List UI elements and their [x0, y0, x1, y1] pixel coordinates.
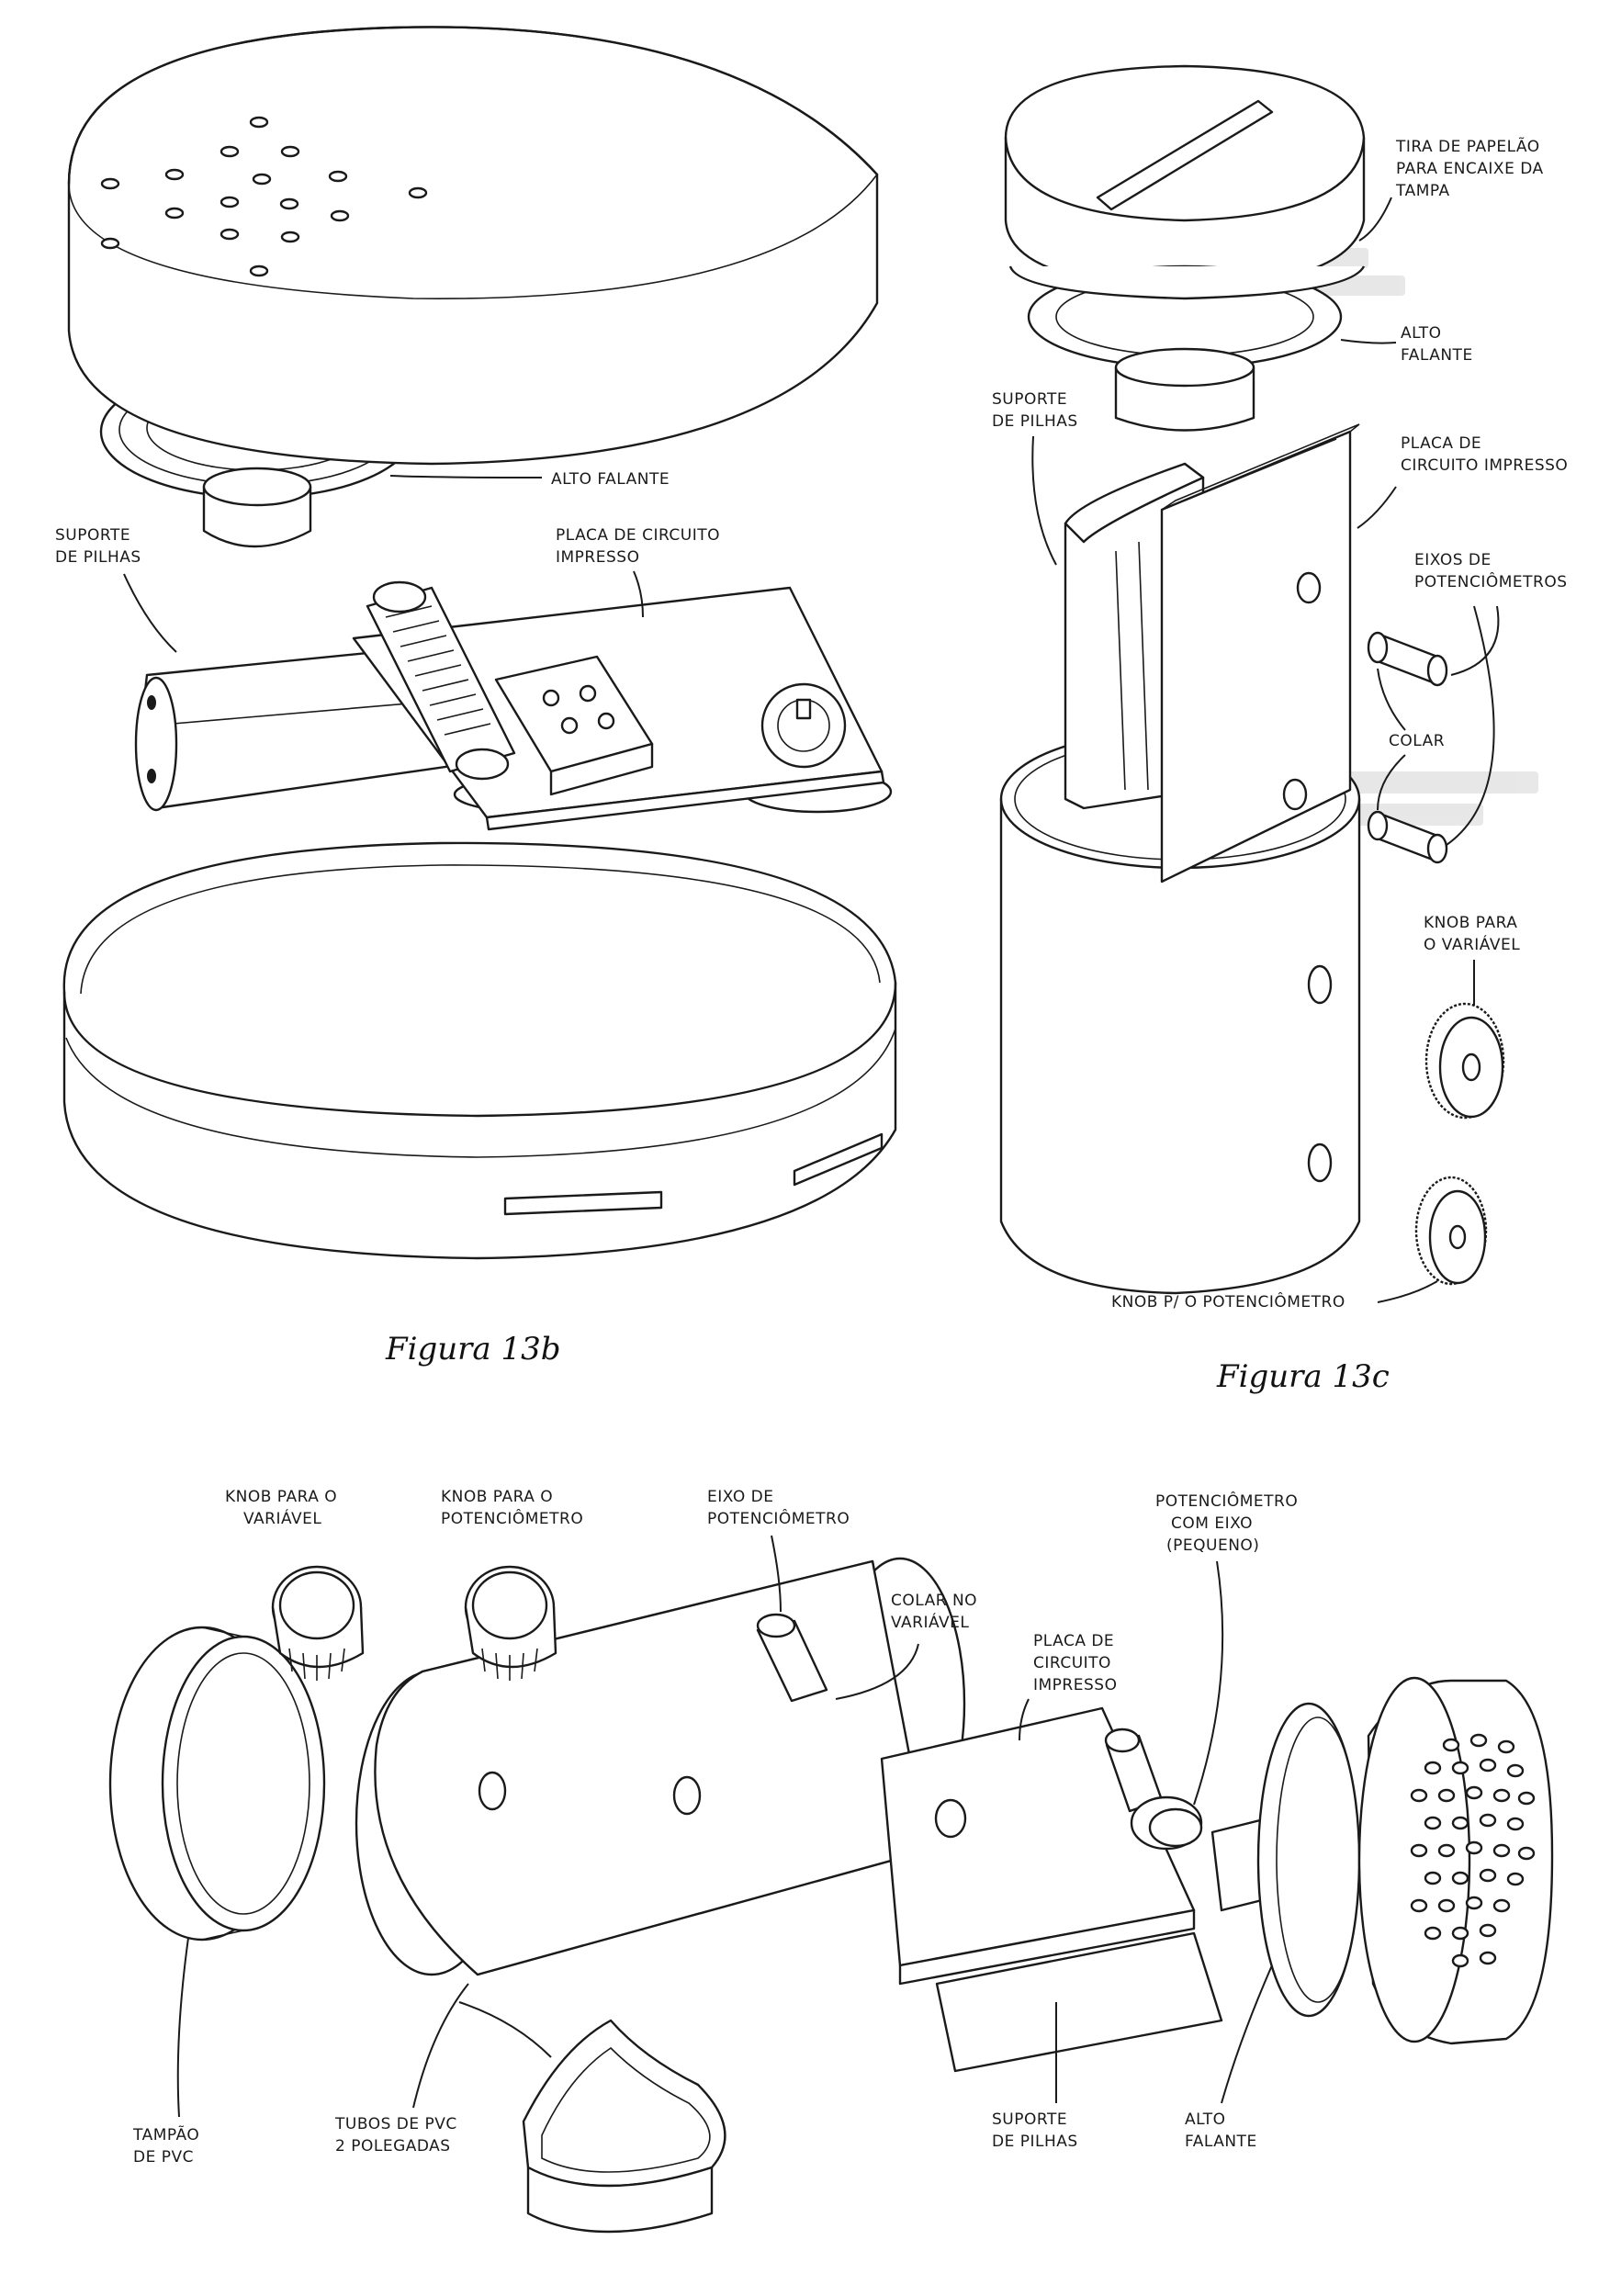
fig13c-label-tira-2: PARA ENCAIXE DA: [1396, 160, 1544, 178]
fig13c-label-knob-var-2: O VARIÁVEL: [1424, 934, 1520, 954]
fig13c-label-tira-3: TAMPA: [1395, 182, 1450, 200]
fig13c-knob-potenciometro: [1414, 1176, 1488, 1286]
fig13d-label-suporte-1: SUPORTE: [992, 2110, 1067, 2129]
fig13d-label-pot-3: (PEQUENO): [1166, 1536, 1259, 1555]
fig13b-label-suporte-2: DE PILHAS: [55, 548, 141, 567]
fig13d-label-alto-1: ALTO: [1185, 2110, 1226, 2129]
fig13c-label-placa-2: CIRCUITO IMPRESSO: [1401, 456, 1568, 475]
fig13b-ic-block: [494, 655, 654, 796]
fig13c-labels: TIRA DE PAPELÃO PARA ENCAIXE DA TAMPA AL…: [992, 136, 1568, 1395]
fig13d-label-colar-2: VARIÁVEL: [891, 1612, 969, 1632]
fig13c-knob-variavel: [1424, 1002, 1505, 1120]
fig13b-label-alto-falante: ALTO FALANTE: [551, 470, 670, 489]
fig13c-label-colar: COLAR: [1389, 732, 1445, 750]
fig13d-label-pot-2: COM EIXO: [1171, 1514, 1253, 1533]
fig13b-label-suporte-1: SUPORTE: [55, 526, 130, 545]
fig13b-coil: [366, 580, 516, 781]
figure-13d: KNOB PARA O VARIÁVEL KNOB PARA O POTENCI…: [108, 1488, 1554, 2234]
fig13d-label-tampao-1: TAMPÃO: [132, 2124, 199, 2144]
fig13d-labels: KNOB PARA O VARIÁVEL KNOB PARA O POTENCI…: [132, 1488, 1298, 2167]
fig13d-label-alto-2: FALANTE: [1185, 2133, 1257, 2151]
fig13b-labels: ALTO FALANTE SUPORTE DE PILHAS PLACA DE …: [55, 470, 720, 1367]
fig13c-label-knob-var-1: KNOB PARA: [1424, 914, 1517, 932]
fig13d-label-suporte-2: DE PILHAS: [992, 2133, 1078, 2151]
fig13d-label-tubos-2: 2 POLEGADAS: [335, 2137, 451, 2155]
fig13d-label-knob-var-1: KNOB PARA O: [225, 1488, 337, 1506]
fig13d-label-knob-var-2: VARIÁVEL: [243, 1508, 321, 1528]
fig13c-shafts: [1367, 631, 1448, 864]
fig13d-pvc-tube: [355, 1557, 966, 1976]
fig13d-speaker: [1210, 1676, 1554, 2045]
fig13c-caption: Figura 13c: [1216, 1358, 1390, 1395]
fig13d-speaker-grille-holes: [1410, 1733, 1536, 1968]
fig13b-caption: Figura 13b: [385, 1331, 561, 1367]
fig13d-label-tubos-1: TUBOS DE PVC: [334, 2115, 457, 2133]
fig13d-label-knob-pot-2: POTENCIÔMETRO: [441, 1508, 583, 1528]
figure-13b: ALTO FALANTE SUPORTE DE PILHAS PLACA DE …: [55, 26, 897, 1367]
fig13c-pcb: [1160, 423, 1360, 884]
fig13b-label-placa-2: IMPRESSO: [556, 548, 639, 567]
fig13c-speaker: [1008, 264, 1366, 432]
fig13c-label-suporte-2: DE PILHAS: [992, 412, 1078, 431]
fig13d-pvc-ring: [522, 2019, 726, 2234]
fig13b-base: [62, 841, 897, 1260]
fig13c-label-eixos-1: EIXOS DE: [1414, 551, 1492, 569]
fig13d-knob-potenciometro: [464, 1565, 557, 1681]
fig13d-battery-holder: [935, 1931, 1223, 2073]
fig13c-label-tira-1: TIRA DE PAPELÃO: [1395, 136, 1540, 156]
fig13d-label-colar-1: COLAR NO: [891, 1592, 977, 1610]
fig13b-perforated-lid: [67, 26, 879, 466]
fig13c-label-alto-2: FALANTE: [1401, 346, 1473, 365]
fig13c-label-suporte-1: SUPORTE: [992, 390, 1067, 409]
fig13d-label-knob-pot-1: KNOB PARA O: [441, 1488, 553, 1506]
fig13d-label-eixo-1: EIXO DE: [707, 1488, 773, 1506]
figure-13c: TIRA DE PAPELÃO PARA ENCAIXE DA TAMPA AL…: [992, 64, 1568, 1395]
fig13b-label-placa-1: PLACA DE CIRCUITO: [556, 526, 720, 545]
fig13d-label-placa-2: CIRCUITO: [1033, 1654, 1111, 1672]
fig13c-label-eixos-2: POTENCIÔMETROS: [1414, 571, 1568, 591]
fig13b-pcb: [352, 580, 893, 831]
fig13c-label-alto-1: ALTO: [1401, 324, 1442, 343]
fig13d-label-placa-1: PLACA DE: [1033, 1632, 1114, 1650]
fig13d-label-eixo-2: POTENCIÔMETRO: [707, 1508, 850, 1528]
fig13c-label-placa-1: PLACA DE: [1401, 434, 1481, 453]
fig13c-label-knob-pot: KNOB P/ O POTENCIÔMETRO: [1111, 1291, 1345, 1311]
fig13d-pvc-cap: [108, 1626, 326, 1941]
fig13d-label-pot-1: POTENCIÔMETRO: [1155, 1491, 1298, 1511]
fig13d-label-tampao-2: DE PVC: [133, 2148, 194, 2167]
fig13b-lid-holes: [100, 116, 428, 277]
fig13d-knob-variavel: [271, 1565, 365, 1681]
fig13d-label-placa-3: IMPRESSO: [1033, 1676, 1117, 1694]
fig13d-potentiometer: [1104, 1728, 1203, 1851]
fig13d-shaft: [756, 1613, 828, 1703]
fig13c-top-cap: [1004, 64, 1366, 288]
